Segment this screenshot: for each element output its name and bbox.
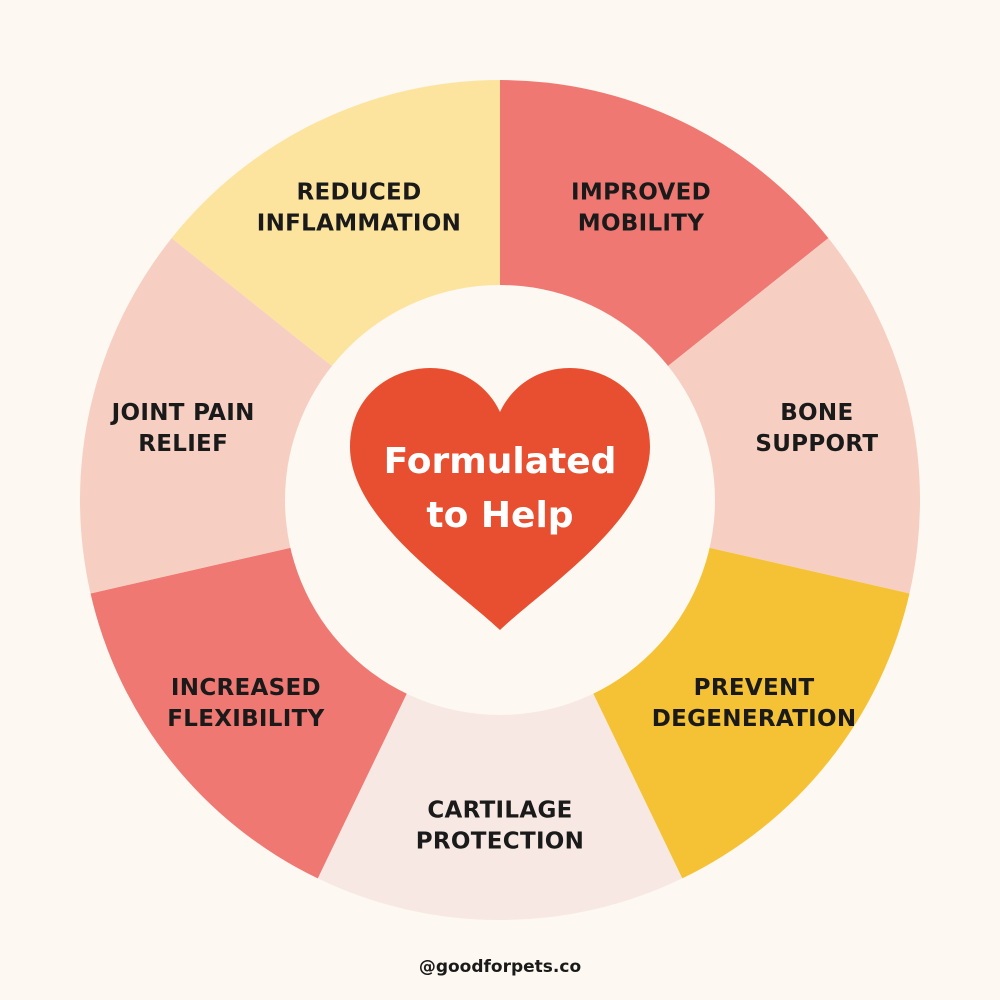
label-improved-mobility-line-2: MOBILITY	[578, 211, 705, 237]
label-improved-mobility-line-1: IMPROVED	[571, 180, 711, 206]
label-reduced-inflammation-line-1: REDUCED	[296, 180, 421, 206]
label-bone-support-line-2: SUPPORT	[755, 431, 878, 457]
heart-icon	[350, 368, 650, 630]
label-joint-pain-relief-line-1: JOINT PAIN	[110, 400, 255, 426]
footer-handle: @goodforpets.co	[418, 957, 582, 977]
heart-title-line-2: to Help	[426, 495, 573, 536]
label-prevent-degeneration-line-2: DEGENERATION	[652, 706, 857, 732]
wheel-labels: IMPROVED MOBILITY BONE SUPPORT PREVENT DEGENE…	[110, 180, 878, 855]
label-prevent-degeneration-line-1: PREVENT	[694, 675, 815, 701]
label-increased-flexibility-line-1: INCREASED	[171, 675, 321, 701]
label-bone-support-line-1: BONE	[780, 400, 853, 426]
label-cartilage-protection-line-1: CARTILAGE	[427, 798, 572, 824]
label-cartilage-protection-line-2: PROTECTION	[416, 829, 584, 855]
label-increased-flexibility-line-2: FLEXIBILITY	[167, 706, 324, 732]
heart-title-line-1: Formulated	[384, 441, 617, 482]
label-reduced-inflammation-line-2: INFLAMMATION	[257, 211, 461, 237]
label-joint-pain-relief-line-2: RELIEF	[138, 431, 228, 457]
